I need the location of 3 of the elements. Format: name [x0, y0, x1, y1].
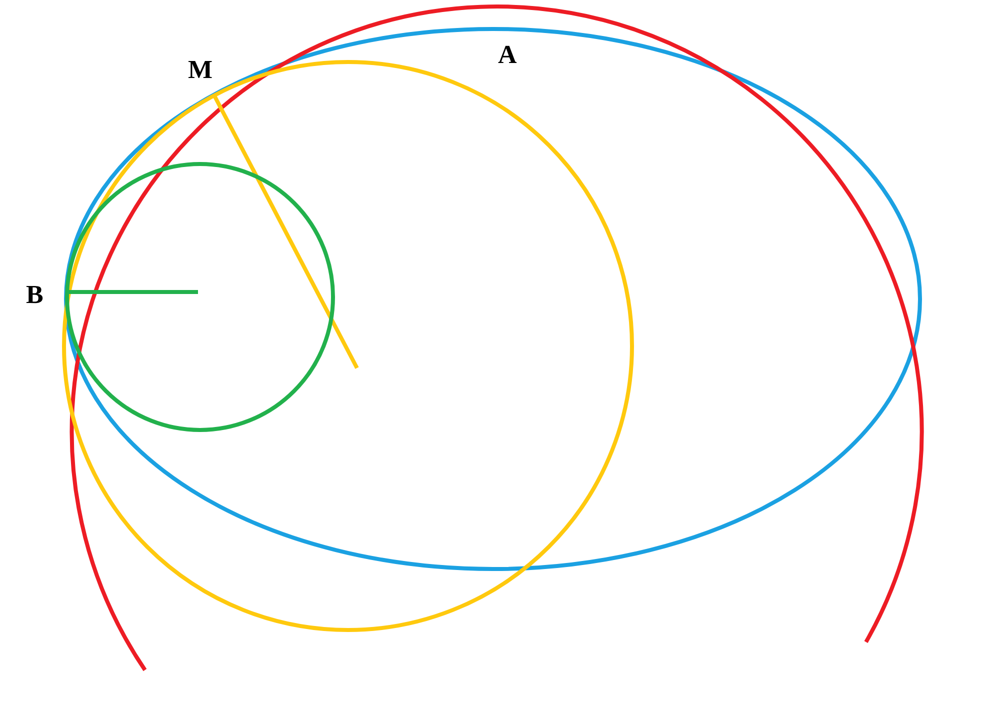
point-label: M — [188, 57, 213, 83]
point-label: A — [498, 42, 517, 68]
point-label: B — [26, 282, 44, 308]
